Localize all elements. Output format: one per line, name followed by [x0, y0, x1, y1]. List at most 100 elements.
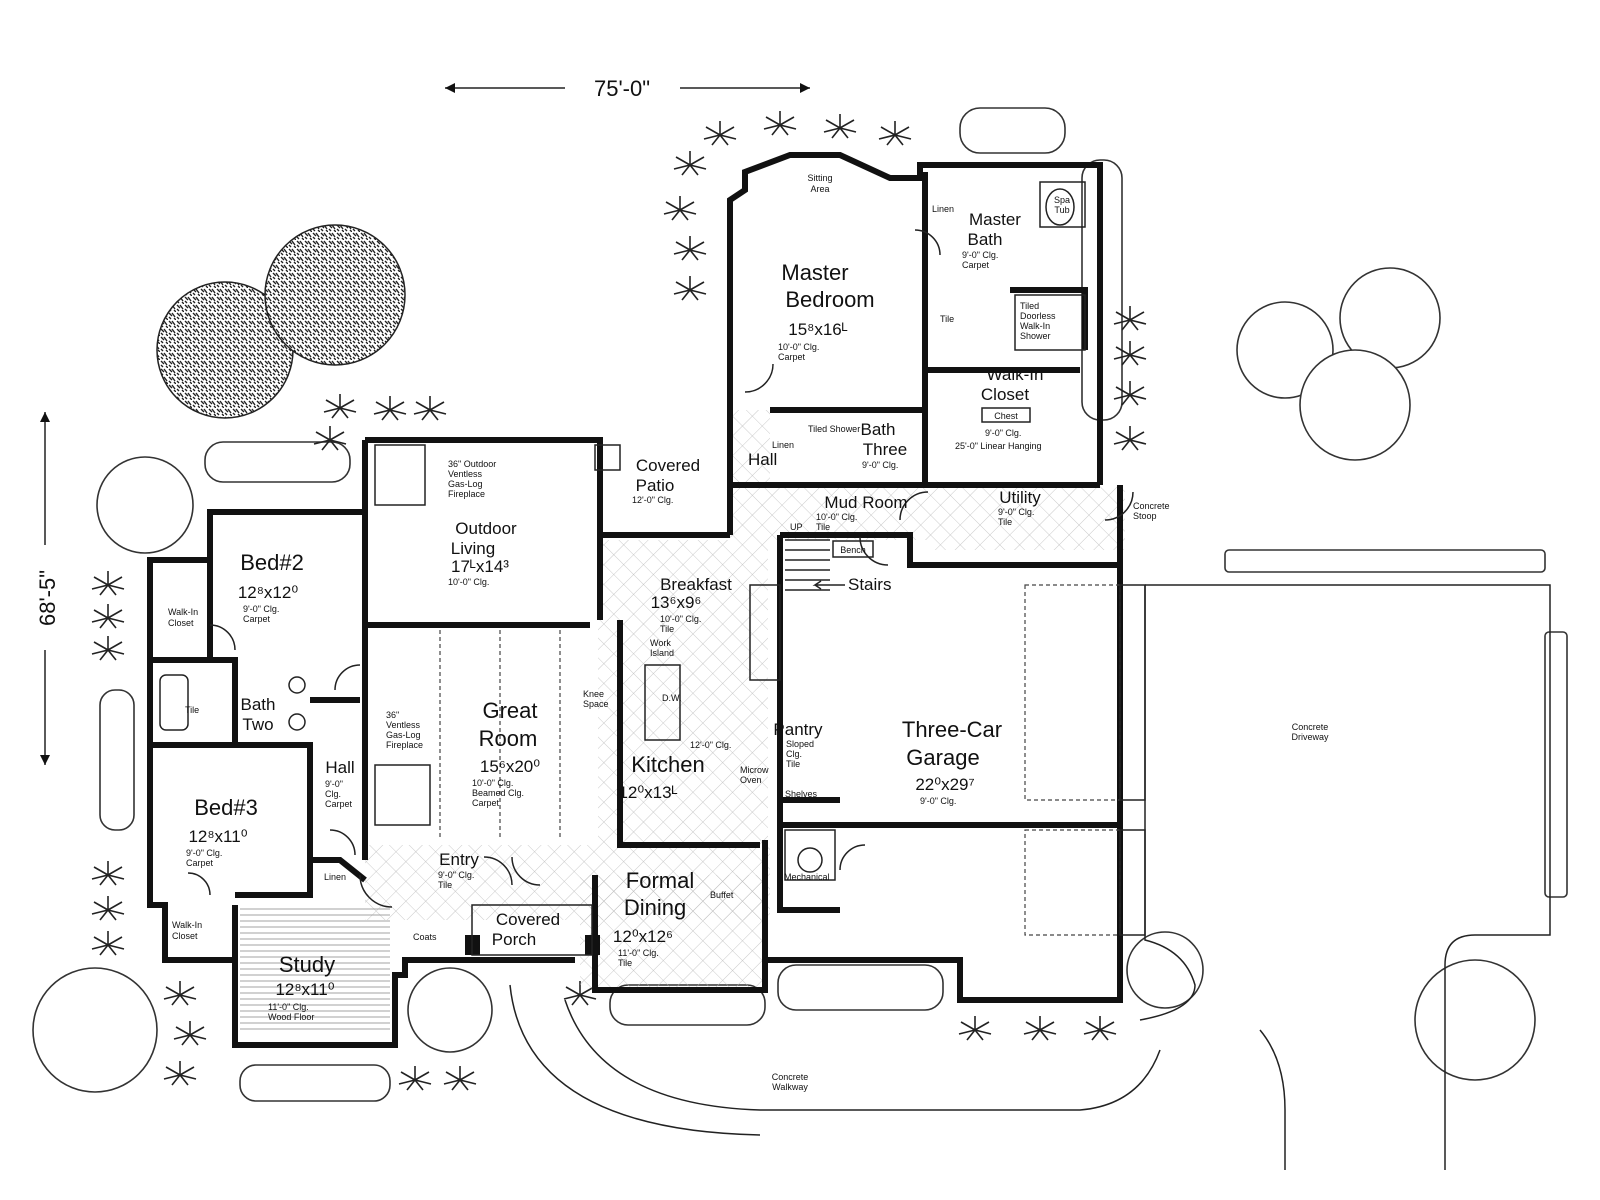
- breakfast-size: 13⁶x9⁶: [651, 593, 702, 612]
- dark-shrubs: [156, 224, 406, 419]
- bed3-size: 12⁸x11⁰: [188, 827, 247, 846]
- bed2-closet-line2: Closet: [168, 618, 194, 628]
- covered-porch-name-line2: Porch: [492, 930, 536, 949]
- garage-name-line2: Garage: [906, 745, 979, 770]
- study-note-2: Wood Floor: [268, 1012, 314, 1022]
- breakfast-note-2: Tile: [660, 624, 674, 634]
- work-island-line1: Work: [650, 638, 671, 648]
- microwave-line1: Microw: [740, 765, 769, 775]
- lower-hall-note-2: Clg.: [325, 789, 341, 799]
- great-fireplace-note-4: Fireplace: [386, 740, 423, 750]
- bath-two-tile: Tile: [185, 705, 199, 715]
- mechanical-label: Mechanical: [784, 872, 830, 882]
- sitting-area-line1: Sitting: [807, 173, 832, 183]
- overall-depth-label: 68'-5": [35, 570, 60, 626]
- door-swings: [187, 229, 1134, 908]
- great-fireplace-note-1: 36": [386, 710, 399, 720]
- utility-note-1: 9'-0" Clg.: [998, 507, 1034, 517]
- room-outdoor-living: Outdoor Living 17ᴸx14³ 10'-0" Clg. 36" O…: [448, 459, 517, 587]
- room-mud-room: Mud Room 10'-0" Clg. Tile Bench: [816, 493, 908, 558]
- great-fireplace-note-3: Gas-Log: [386, 730, 421, 740]
- dimension-depth: 68'-5": [35, 412, 60, 765]
- outdoor-living-name-line1: Outdoor: [455, 519, 517, 538]
- covered-patio-name-line2: Patio: [636, 476, 675, 495]
- master-bath-note-2: Carpet: [962, 260, 990, 270]
- great-room-name-line1: Great: [482, 698, 537, 723]
- formal-dining-name-line2: Dining: [624, 895, 686, 920]
- master-linen-label: Linen: [932, 204, 954, 214]
- room-master-bath: Master Bath 9'-0" Clg. Carpet Linen Spa …: [932, 195, 1070, 324]
- room-kitchen: Kitchen 12⁰x13ᴸ 12'-0" Clg. Knee Space D…: [583, 689, 769, 802]
- bed2-note-1: 9'-0" Clg.: [243, 604, 279, 614]
- room-pantry: Pantry Sloped Clg. Tile Shelves: [773, 720, 823, 799]
- master-shower: Tiled Doorless Walk-In Shower: [1020, 301, 1056, 341]
- concrete-walkway: Concrete Walkway: [772, 1072, 809, 1092]
- concrete-stoop: Concrete Stoop: [1133, 501, 1170, 521]
- knee-space-line2: Space: [583, 699, 609, 709]
- dining-buffet: Buffet: [710, 890, 734, 900]
- entry-note-1: 9'-0" Clg.: [438, 870, 474, 880]
- outdoor-fireplace-note-2: Ventless: [448, 469, 483, 479]
- garage-note: 9'-0" Clg.: [920, 796, 956, 806]
- bed2-size: 12⁸x12⁰: [238, 583, 298, 602]
- fixtures: [159, 181, 1086, 955]
- outdoor-living-name-line2: Living: [451, 539, 495, 558]
- entry-name: Entry: [439, 850, 479, 869]
- bed3-closet-line1: Walk-In: [172, 920, 202, 930]
- mud-room-bench: Bench: [840, 545, 866, 555]
- bath-three-shower: Tiled Shower: [808, 424, 860, 434]
- entry-coats: Coats: [413, 932, 437, 942]
- kitchen-note: 12'-0" Clg.: [690, 740, 731, 750]
- driveway-line2: Driveway: [1291, 732, 1329, 742]
- formal-dining-size: 12⁰x12⁶: [613, 927, 673, 946]
- breakfast-note-1: 10'-0" Clg.: [660, 614, 701, 624]
- bed3-note-1: 9'-0" Clg.: [186, 848, 222, 858]
- formal-dining-name-line1: Formal: [626, 868, 694, 893]
- room-walk-in-closet: Walk-In Closet Chest 9'-0" Clg. 25'-0" L…: [955, 365, 1044, 451]
- knee-space-line1: Knee: [583, 689, 604, 699]
- study-wood-floor: [240, 905, 390, 1030]
- walk-in-closet-name-line2: Closet: [981, 385, 1029, 404]
- room-utility: Utility 9'-0" Clg. Tile: [998, 488, 1041, 527]
- room-formal-dining: Formal Dining 12⁰x12⁶ 11'-0" Clg. Tile B…: [613, 868, 734, 968]
- covered-patio-name-line1: Covered: [636, 456, 700, 475]
- spa-tub-line2: Tub: [1054, 205, 1069, 215]
- utility-name: Utility: [999, 488, 1041, 507]
- covered-patio-note: 12'-0" Clg.: [632, 495, 673, 505]
- dishwasher-label: D.W.: [662, 693, 682, 703]
- room-breakfast: Breakfast 13⁶x9⁶ 10'-0" Clg. Tile Work I…: [650, 575, 732, 658]
- shower-note-4: Shower: [1020, 331, 1051, 341]
- palm-plants: [91, 111, 1147, 1091]
- bed3-name: Bed#3: [194, 795, 258, 820]
- room-upper-hall: Hall Linen: [748, 440, 794, 469]
- driveway-line1: Concrete: [1292, 722, 1329, 732]
- stoop-line2: Stoop: [1133, 511, 1157, 521]
- room-mechanical: Mechanical: [784, 872, 830, 882]
- walk-in-closet-note-1: 9'-0" Clg.: [985, 428, 1021, 438]
- kitchen-name: Kitchen: [631, 752, 704, 777]
- stairs: Stairs UP: [790, 522, 891, 594]
- bath-two-name-line2: Two: [242, 715, 273, 734]
- stair-treads: [785, 539, 830, 591]
- walk-in-closet-name-line1: Walk-In: [987, 365, 1044, 384]
- upper-hall-linen: Linen: [772, 440, 794, 450]
- concrete-driveway: Concrete Driveway: [1291, 722, 1329, 742]
- lower-hall-note-1: 9'-0": [325, 779, 343, 789]
- room-entry: Entry 9'-0" Clg. Tile Coats: [413, 850, 479, 942]
- sitting-area-line2: Area: [810, 184, 829, 194]
- study-note-1: 11'-0" Clg.: [268, 1002, 309, 1012]
- bath-two-name-line1: Bath: [241, 695, 276, 714]
- mud-room-note-1: 10'-0" Clg.: [816, 512, 857, 522]
- formal-dining-note-1: 11'-0" Clg.: [618, 948, 659, 958]
- closet-bed-3: Walk-In Closet: [172, 920, 202, 941]
- great-room-name-line2: Room: [479, 726, 538, 751]
- bed3-closet-line2: Closet: [172, 931, 198, 941]
- shower-note-3: Walk-In: [1020, 321, 1050, 331]
- pantry-name: Pantry: [773, 720, 823, 739]
- room-great-room: Great Room 15⁶x20⁰ 10'-0" Clg. Beamed Cl…: [386, 698, 540, 808]
- outdoor-living-note: 10'-0" Clg.: [448, 577, 489, 587]
- room-sitting-area: Sitting Area: [807, 173, 832, 194]
- formal-dining-note-2: Tile: [618, 958, 632, 968]
- master-bedroom-note-2: Carpet: [778, 352, 806, 362]
